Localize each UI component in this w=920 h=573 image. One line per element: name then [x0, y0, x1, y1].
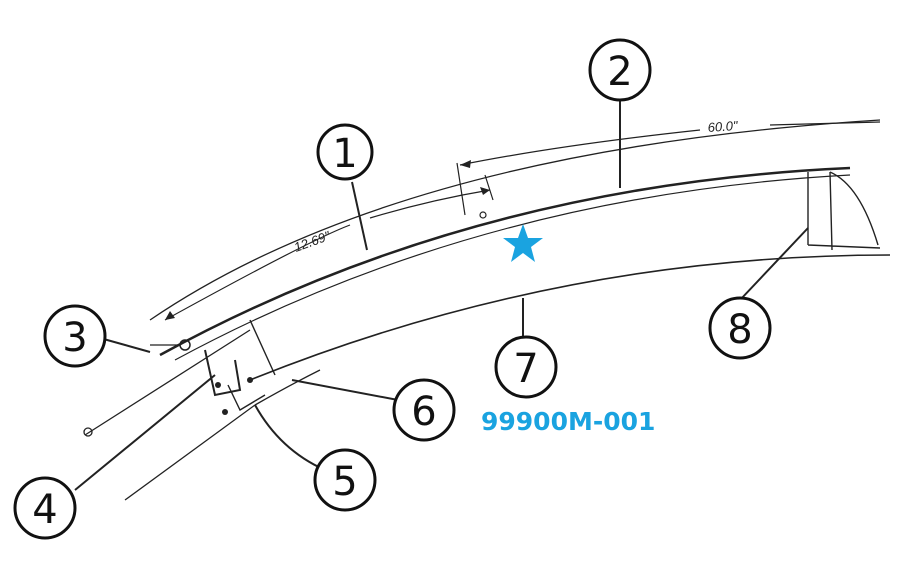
callout-3: 3 [43, 304, 107, 368]
callout-4: 4 [13, 476, 77, 540]
arrowhead-right [480, 187, 490, 195]
svg-text:3: 3 [62, 315, 87, 361]
svg-text:1: 1 [332, 131, 357, 177]
dimension-label-short: 12.69" [292, 228, 333, 255]
callout-5: 5 [313, 448, 377, 512]
svg-text:2: 2 [607, 49, 632, 95]
left-joint-bracket [150, 319, 276, 415]
arrowhead-left [165, 311, 175, 320]
bow-upper-edge [159, 166, 851, 357]
callout-7: 7 [494, 335, 558, 399]
lower-left-rail-1 [84, 329, 251, 436]
dimension-tick-marks [456, 162, 494, 216]
lower-left-rail-3 [254, 369, 321, 406]
svg-text:5: 5 [332, 459, 357, 505]
bow-lower-edge [249, 254, 891, 381]
callout-2: 2 [588, 38, 652, 102]
dimension-arc-outer [149, 119, 881, 321]
lower-left-rail-2 [124, 404, 256, 501]
svg-text:7: 7 [513, 346, 538, 392]
arrowhead-long-left [460, 160, 471, 168]
svg-text:4: 4 [32, 487, 57, 533]
svg-text:8: 8 [727, 307, 752, 353]
callout-8: 8 [708, 296, 772, 360]
bow-upper-edge-inner [174, 174, 851, 361]
svg-text:6: 6 [411, 389, 436, 435]
leader-lines [74, 97, 809, 491]
callout-1: 1 [316, 123, 374, 181]
dimension-arrow-long [459, 121, 881, 166]
bow-right-end [807, 171, 881, 251]
callout-6: 6 [392, 378, 456, 442]
dimension-arrow-short [164, 189, 491, 321]
rail-end-fastener [83, 427, 93, 437]
dimension-label-long: 60.0" [707, 118, 739, 135]
part-code-label: 99900M-001 [481, 407, 655, 436]
star-icon [503, 224, 543, 262]
